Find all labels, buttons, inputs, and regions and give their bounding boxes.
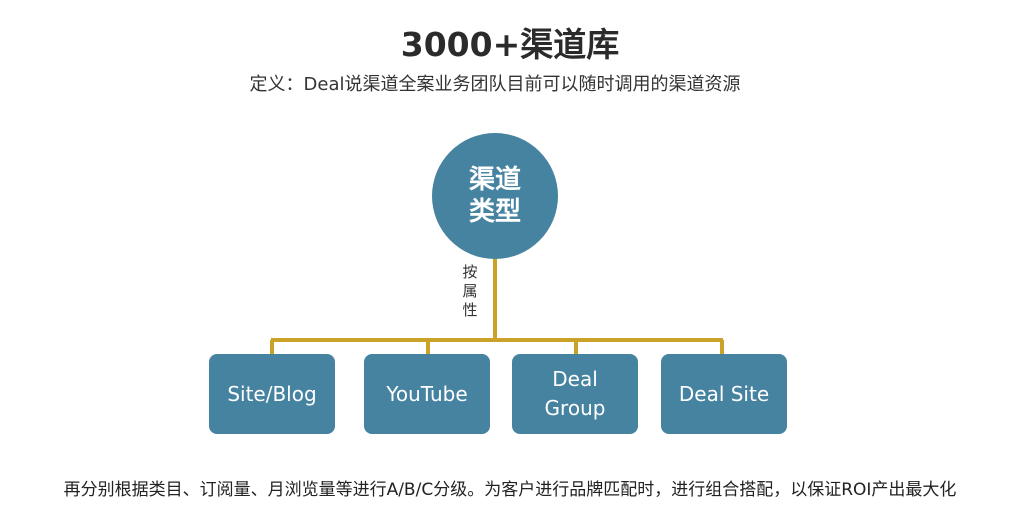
child-node-label: Deal Site	[678, 381, 770, 406]
child-node-label: Deal Group	[544, 367, 606, 420]
child-node-deal-site: Deal Site	[661, 354, 787, 434]
definition-subtitle: 定义：Deal说渠道全案业务团队目前可以随时调用的渠道资源	[249, 74, 741, 95]
page-title: 3000+渠道库	[400, 25, 620, 64]
child-node-deal-group: Deal Group	[512, 354, 638, 434]
child-node-label: YouTube	[386, 381, 468, 406]
root-node-channel-type: 渠道类型	[432, 133, 558, 259]
root-node-label: 渠道类型	[468, 165, 521, 227]
child-node-site-blog: Site/Blog	[209, 354, 335, 434]
footer-note: 再分别根据类目、订阅量、月浏览量等进行A/B/C分级。为客户进行品牌匹配时，进行…	[63, 480, 957, 500]
child-node-youtube: YouTube	[364, 354, 490, 434]
branch-label-by-attribute: 按属性	[462, 263, 478, 319]
child-node-label: Site/Blog	[227, 381, 317, 406]
